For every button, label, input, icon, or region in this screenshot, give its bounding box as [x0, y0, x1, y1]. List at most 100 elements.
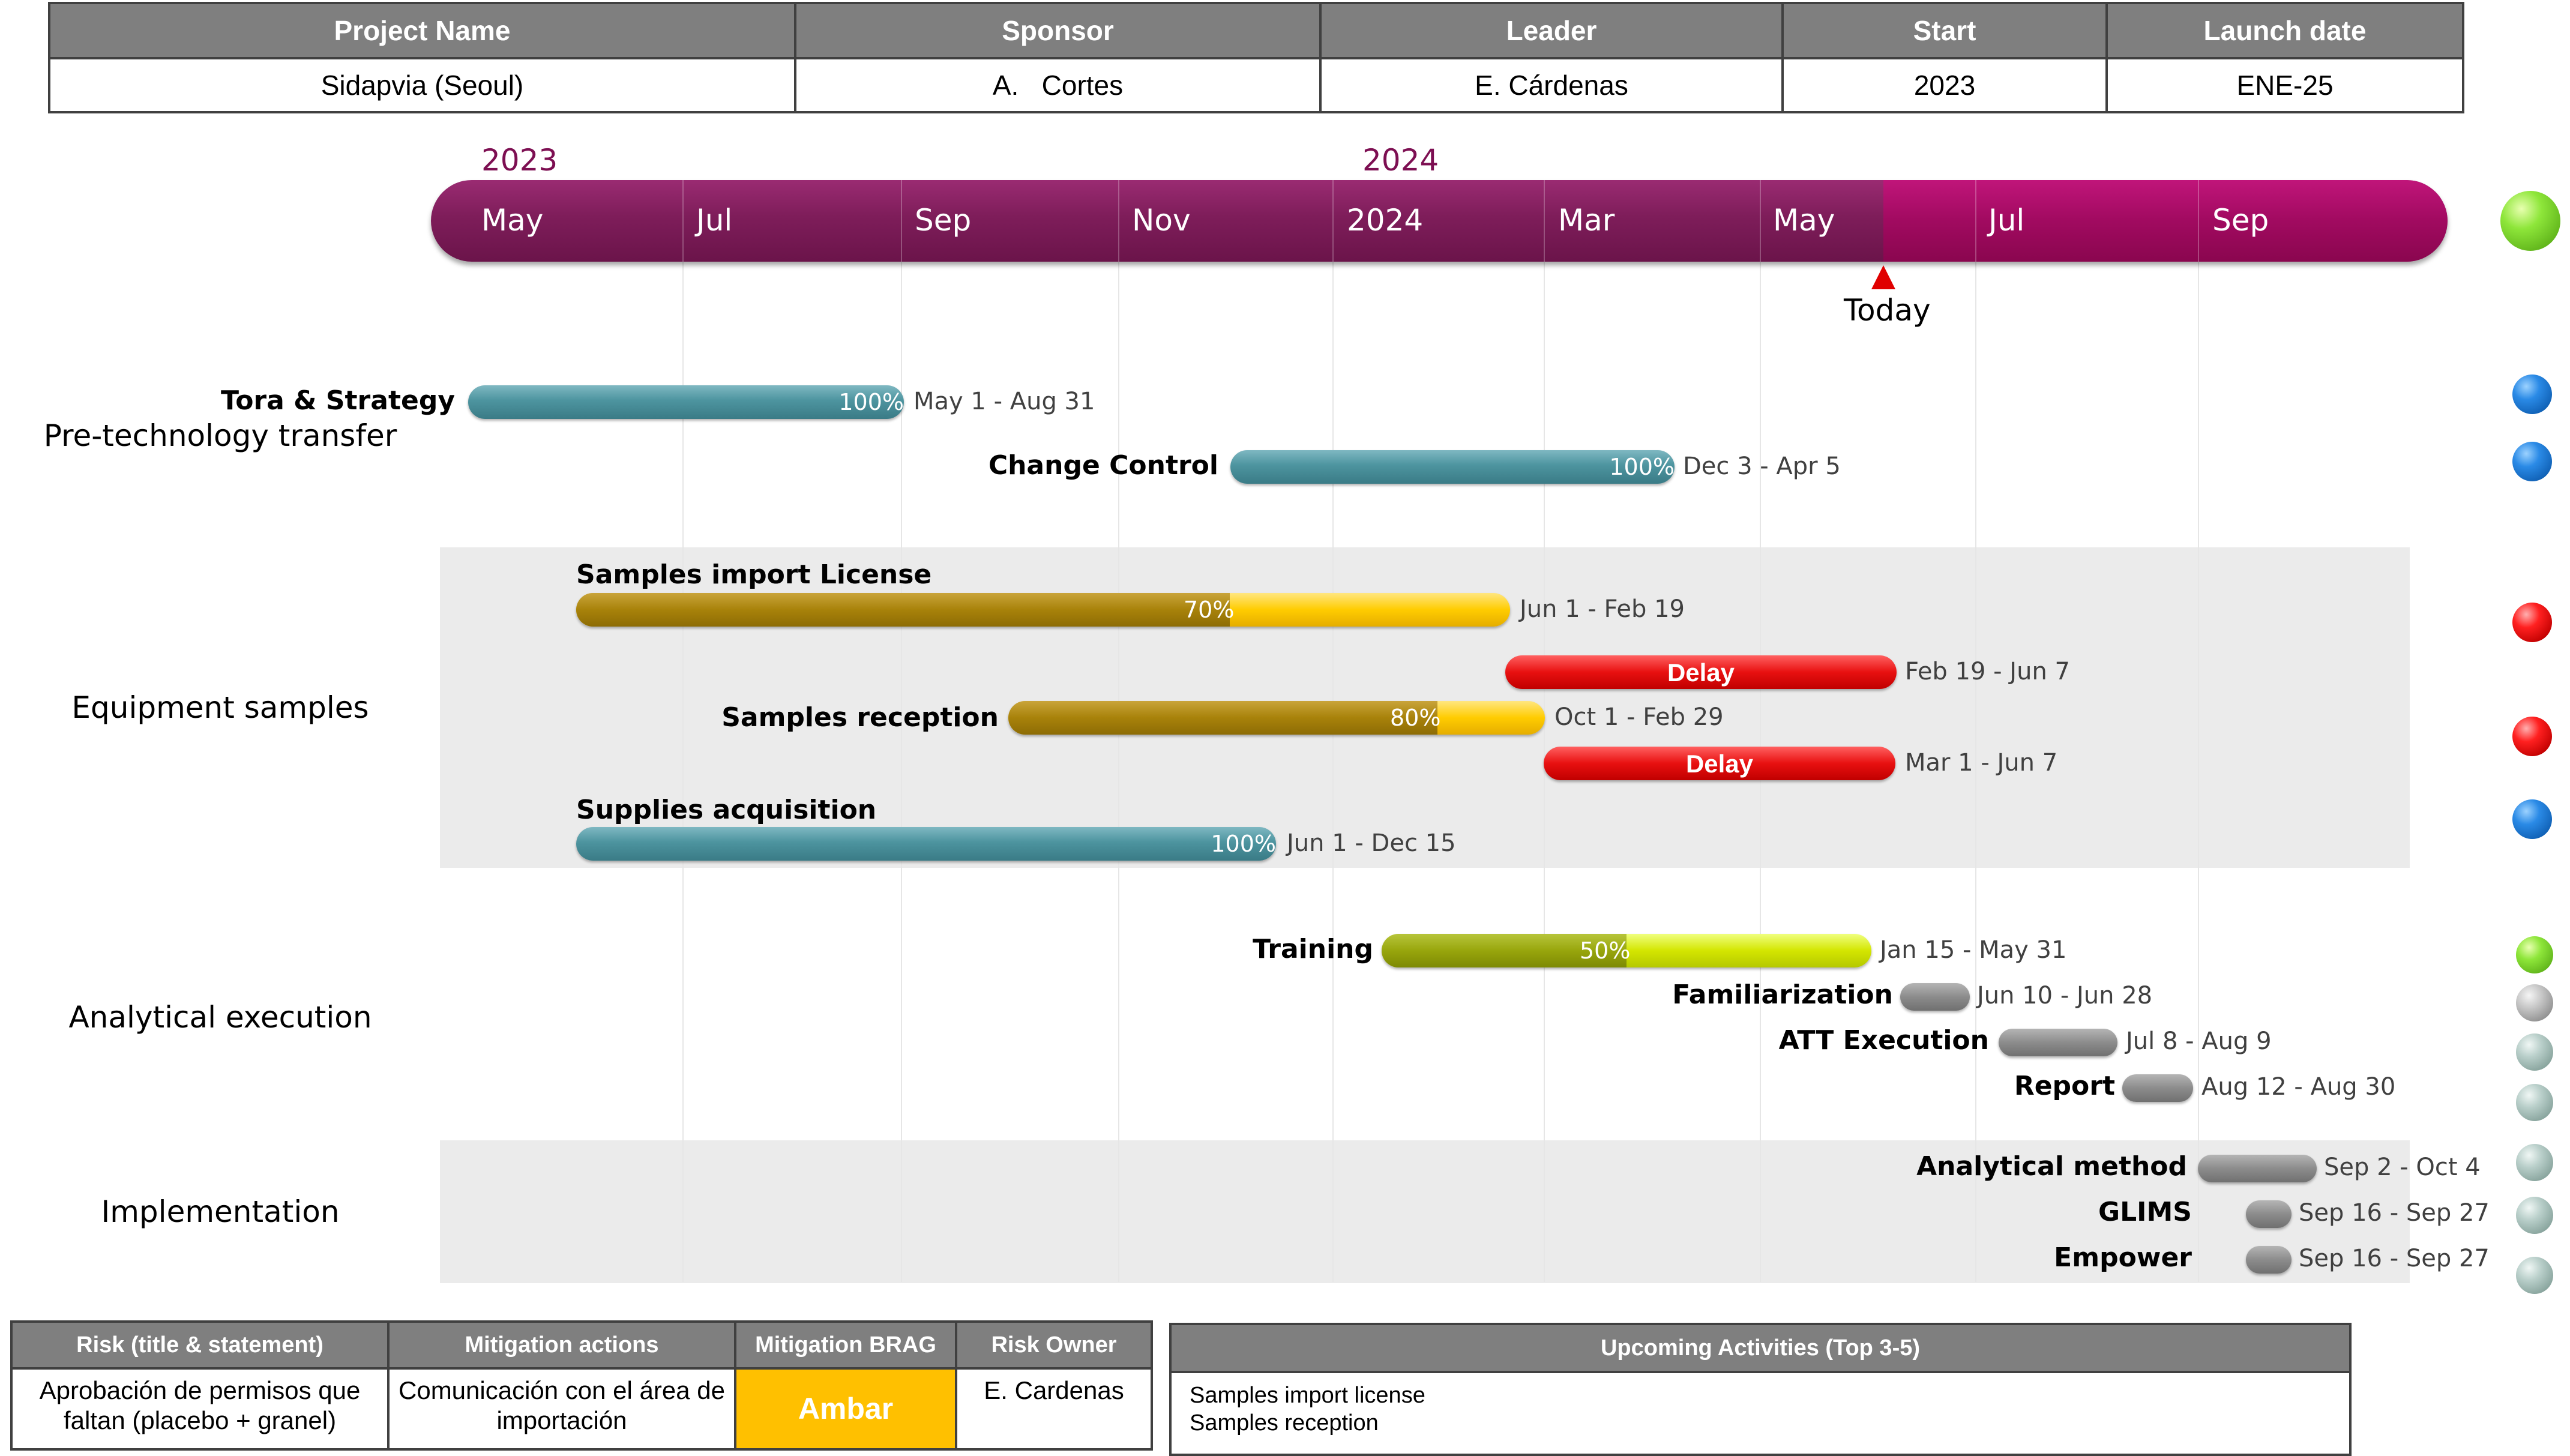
upcoming-activities-table: Upcoming Activities (Top 3-5) Samples im…: [1169, 1323, 2352, 1456]
risk-table: Risk (title & statement) Mitigation acti…: [10, 1320, 1153, 1451]
header-launch-date: Launch date: [2105, 2, 2464, 59]
header-start: Start: [1781, 2, 2108, 59]
upcoming-body-row: Samples import license Samples reception: [1169, 1371, 2352, 1456]
header-sponsor: Sponsor: [794, 2, 1322, 59]
task-percent: 70%: [1184, 597, 1235, 623]
today-marker-icon: [1871, 265, 1895, 289]
task-dates: Mar 1 - Jun 7: [1905, 749, 2058, 777]
timeline-tick: [1118, 180, 1119, 262]
task-label: Tora & Strategy: [221, 385, 455, 416]
task-label: Samples import License: [576, 559, 932, 590]
task-bar-supplies-acquisition[interactable]: 100%: [576, 827, 1276, 861]
timeline-tick: [901, 180, 902, 262]
task-percent: 50%: [1580, 937, 1631, 964]
band-implementation: [440, 1140, 2410, 1283]
today-label: Today: [1844, 293, 1931, 328]
timeline-tick: [1975, 180, 1976, 262]
task-bar-change-control[interactable]: 100%: [1230, 450, 1675, 484]
timeline-month: Mar: [1558, 203, 1615, 238]
task-percent: 80%: [1390, 705, 1441, 731]
gridline: [1544, 262, 1545, 1282]
task-label: ATT Execution: [1778, 1025, 1989, 1056]
task-bar-delay[interactable]: Delay: [1544, 747, 1895, 780]
status-dot-supplies-acquisition: [2512, 799, 2552, 839]
upcoming-activities-list: Samples import license Samples reception: [1169, 1371, 2352, 1456]
task-label: Supplies acquisition: [576, 795, 877, 825]
header-mitigation-actions: Mitigation actions: [387, 1320, 736, 1370]
status-dot-att-execution: [2516, 1033, 2553, 1071]
task-bar-delay[interactable]: Delay: [1505, 655, 1897, 689]
task-bar-tora-strategy[interactable]: 100%: [468, 385, 904, 419]
task-dates: Feb 19 - Jun 7: [1905, 658, 2070, 685]
list-item: Samples reception: [1190, 1410, 1379, 1436]
mitigation-actions: Comunicación con el área de importación: [387, 1367, 736, 1451]
task-label: Training: [1253, 934, 1373, 964]
header-risk-owner: Risk Owner: [955, 1320, 1153, 1370]
header-upcoming-activities: Upcoming Activities (Top 3-5): [1169, 1323, 2352, 1373]
header-leader: Leader: [1319, 2, 1784, 59]
launch-date-value: ENE-25: [2105, 57, 2464, 113]
task-bar-att-execution[interactable]: [1999, 1029, 2117, 1056]
status-dot-report: [2516, 1084, 2553, 1121]
project-header-row: Project Name Sponsor Leader Start Launch…: [48, 2, 2464, 59]
mitigation-brag-status: Ambar: [734, 1367, 957, 1451]
timeline-tick: [2198, 180, 2199, 262]
task-label: Report: [2014, 1071, 2115, 1101]
gridline: [682, 262, 684, 1282]
group-label-implementation: Implementation: [101, 1194, 340, 1229]
timeline-tick: [1544, 180, 1545, 262]
timeline-month: Jul: [696, 203, 733, 238]
timeline-tick: [1332, 180, 1334, 262]
task-dates: Jun 1 - Feb 19: [1520, 595, 1685, 623]
header-mitigation-brag: Mitigation BRAG: [734, 1320, 957, 1370]
task-bar-training[interactable]: 50%: [1382, 934, 1871, 967]
sponsor-value: A. Cortes: [794, 57, 1322, 113]
risk-row: Aprobación de permisos que faltan (place…: [10, 1367, 1153, 1451]
task-label: Analytical method: [1916, 1151, 2187, 1182]
timeline-tick: [1760, 180, 1761, 262]
timeline-future-segment: [1883, 180, 2448, 262]
risk-statement: Aprobación de permisos que faltan (place…: [10, 1367, 390, 1451]
project-name-value: Sidapvia (Seoul): [48, 57, 796, 113]
task-dates: Jun 10 - Jun 28: [1977, 982, 2153, 1009]
task-dates: Sep 16 - Sep 27: [2299, 1199, 2490, 1227]
group-label-pre-technology-transfer: Pre-technology transfer: [43, 418, 397, 453]
status-dot-empower: [2516, 1257, 2553, 1294]
task-bar-analytical-method[interactable]: [2198, 1155, 2317, 1182]
upcoming-header-row: Upcoming Activities (Top 3-5): [1169, 1323, 2352, 1373]
task-dates: Aug 12 - Aug 30: [2201, 1073, 2396, 1101]
task-label: Empower: [2054, 1242, 2192, 1273]
risk-header-row: Risk (title & statement) Mitigation acti…: [10, 1320, 1153, 1370]
task-bar-glims[interactable]: [2246, 1200, 2292, 1228]
task-progress-fill: [576, 593, 1230, 627]
status-dot-analytical-method: [2516, 1144, 2553, 1181]
header-project-name: Project Name: [48, 2, 796, 59]
timeline-month: May: [1773, 203, 1835, 238]
status-dot-samples-reception: [2512, 717, 2552, 756]
project-info-table: Project Name Sponsor Leader Start Launch…: [48, 2, 2464, 113]
task-bar-samples-reception[interactable]: 80%: [1008, 701, 1545, 735]
task-bar-empower[interactable]: [2246, 1246, 2292, 1274]
status-dot-glims: [2516, 1197, 2553, 1234]
task-dates: Oct 1 - Feb 29: [1554, 703, 1724, 731]
timeline-tick: [682, 180, 684, 262]
task-bar-familiarization[interactable]: [1900, 983, 1970, 1011]
group-label-equipment-samples: Equipment samples: [71, 690, 369, 725]
task-bar-report[interactable]: [2122, 1074, 2193, 1102]
group-label-analytical-execution: Analytical execution: [68, 1000, 372, 1035]
task-dates: May 1 - Aug 31: [913, 388, 1095, 415]
task-label: Samples reception: [721, 702, 999, 733]
status-dot-training: [2516, 936, 2553, 973]
task-dates: Sep 16 - Sep 27: [2299, 1245, 2490, 1272]
task-percent: 100%: [838, 389, 904, 415]
status-dot-change-control: [2512, 442, 2552, 481]
list-item: Samples import license: [1190, 1383, 1425, 1408]
task-bar-samples-import-license[interactable]: 70%: [576, 593, 1510, 627]
timeline-month: Nov: [1132, 203, 1191, 238]
overall-status-indicator: [2500, 191, 2560, 251]
task-label: Familiarization: [1672, 979, 1893, 1010]
gridline: [901, 262, 902, 1282]
task-dates: Dec 3 - Apr 5: [1683, 453, 1841, 480]
leader-value: E. Cárdenas: [1319, 57, 1784, 113]
task-dates: Jun 1 - Dec 15: [1287, 829, 1456, 857]
